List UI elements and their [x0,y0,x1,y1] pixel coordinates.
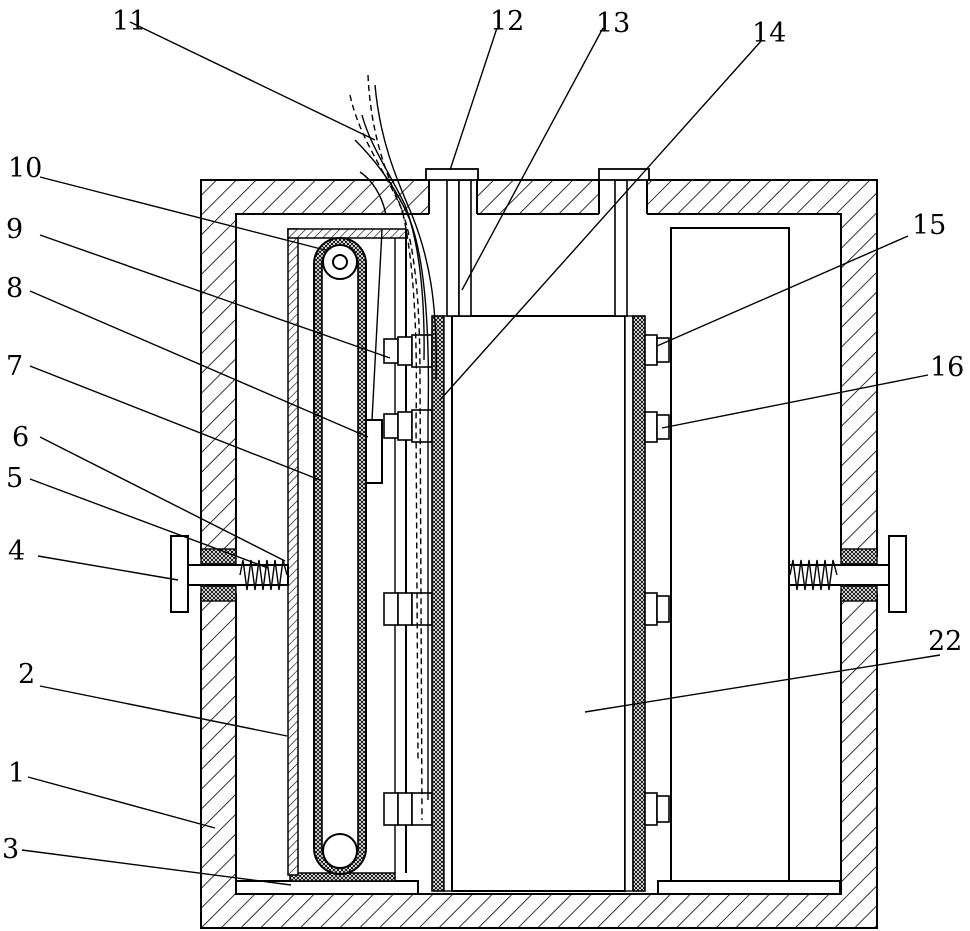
slider-block [366,420,382,483]
label-8: 8 [6,273,23,304]
label-1: 1 [8,758,25,789]
label-9: 9 [6,214,23,245]
label-5: 5 [6,463,23,494]
label-15: 15 [912,210,946,241]
right-carrier-plate [671,228,789,881]
label-4: 4 [8,536,25,567]
label-12: 12 [490,6,524,37]
label-2: 2 [18,659,35,690]
central-body [432,316,645,891]
label-13: 13 [596,8,630,39]
label-10: 10 [8,153,42,184]
label-7: 7 [6,351,23,382]
label-16: 16 [930,352,964,383]
label-6: 6 [12,422,29,453]
label-11: 11 [112,6,146,37]
label-14: 14 [752,18,786,49]
label-3: 3 [2,834,19,865]
label-22: 22 [928,626,962,657]
